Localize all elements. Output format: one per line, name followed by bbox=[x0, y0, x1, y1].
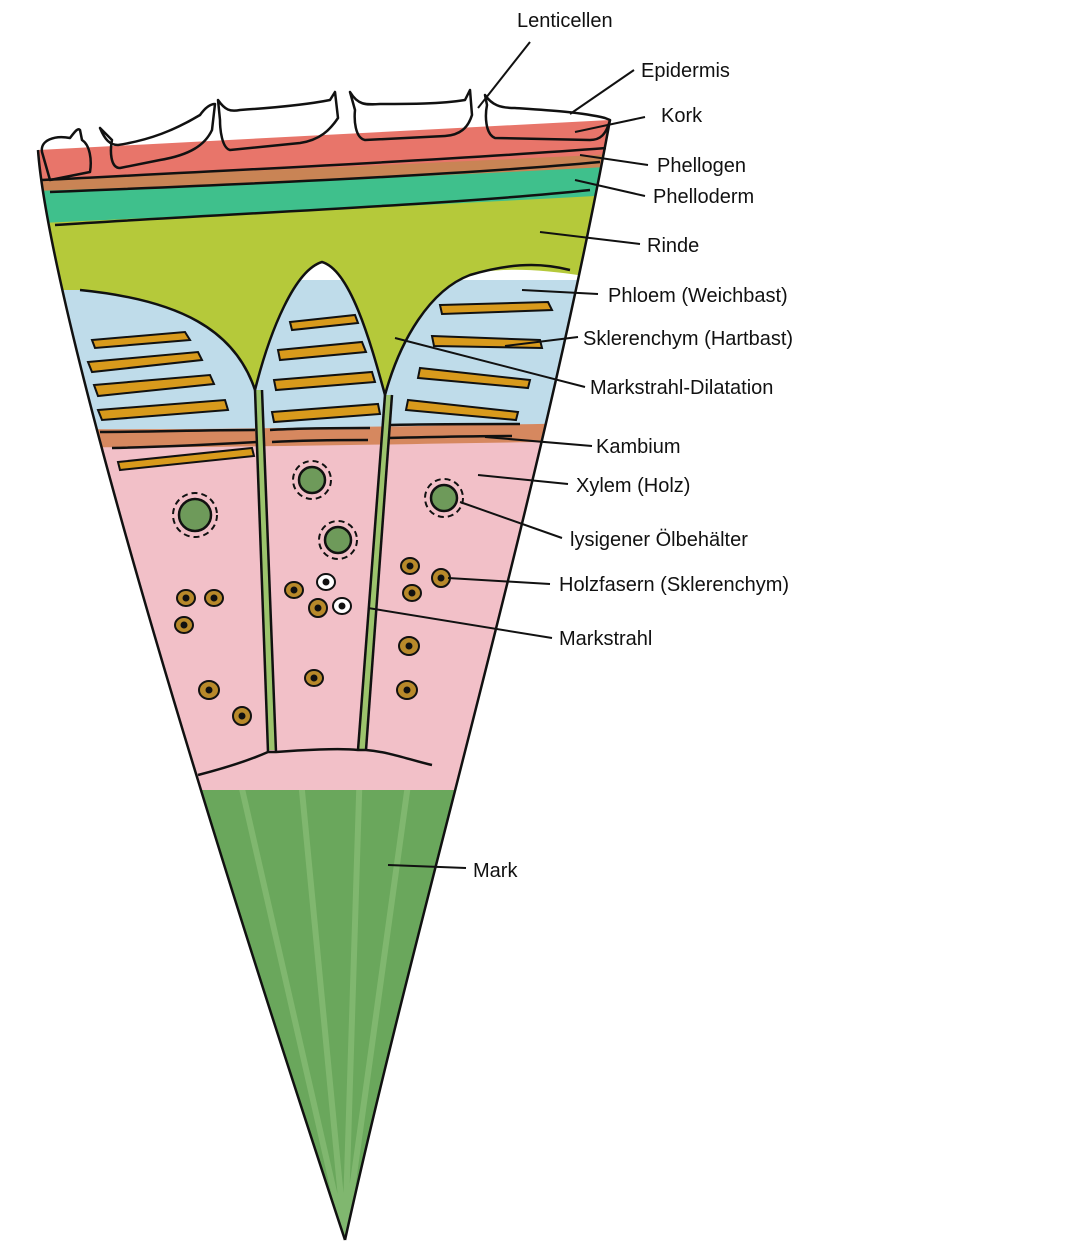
holzfaser bbox=[198, 680, 220, 700]
label-sklerenchym: Sklerenchym (Hartbast) bbox=[583, 328, 793, 350]
label-phloem: Phloem (Weichbast) bbox=[608, 285, 788, 307]
label-phellogen: Phellogen bbox=[657, 155, 746, 177]
leader-lines bbox=[367, 41, 649, 869]
label-oelbehaelter: lysigener Ölbehälter bbox=[570, 529, 748, 551]
holzfaser bbox=[398, 636, 420, 656]
holzfaser bbox=[400, 557, 420, 575]
phelloderm-band bbox=[38, 160, 610, 225]
tissue-layers bbox=[38, 120, 610, 1240]
rinde-region bbox=[38, 175, 610, 395]
oelbehaelter-group bbox=[172, 460, 464, 560]
label-mark: Mark bbox=[473, 860, 518, 882]
phellogen-band bbox=[38, 148, 610, 192]
kork-cells bbox=[40, 88, 612, 182]
label-phelloderm: Phelloderm bbox=[653, 186, 754, 208]
holzfasern-group bbox=[174, 557, 451, 726]
oelbehaelter-3 bbox=[318, 520, 358, 560]
holzfaser bbox=[204, 589, 224, 607]
sklerenchym-bars bbox=[86, 300, 554, 472]
label-markstrahl-dilatation: Markstrahl-Dilatation bbox=[590, 377, 773, 399]
holzfaser bbox=[308, 598, 328, 618]
label-markstrahl: Markstrahl bbox=[559, 628, 652, 650]
holzfaser bbox=[431, 568, 451, 588]
label-epidermis: Epidermis bbox=[641, 60, 730, 82]
label-kork: Kork bbox=[661, 105, 703, 127]
label-rinde: Rinde bbox=[647, 235, 699, 257]
oelbehaelter-4 bbox=[424, 478, 464, 518]
holzfaser bbox=[316, 573, 336, 591]
holzfaser bbox=[402, 584, 422, 602]
holzfaser bbox=[396, 680, 418, 700]
oelbehaelter-1 bbox=[172, 492, 218, 538]
holzfaser bbox=[232, 706, 252, 726]
holzfaser bbox=[176, 589, 196, 607]
label-lenticellen: Lenticellen bbox=[517, 10, 613, 32]
labels: Lenticellen Epidermis Kork Phellogen Phe… bbox=[473, 10, 793, 882]
markstrahl-ray-right bbox=[358, 395, 392, 750]
label-holzfasern: Holzfasern (Sklerenchym) bbox=[559, 574, 789, 596]
markstrahl-ray-left bbox=[255, 390, 275, 750]
holzfaser bbox=[304, 669, 324, 687]
holzfaser bbox=[332, 597, 352, 615]
mark-streaks bbox=[237, 764, 413, 1240]
label-xylem: Xylem (Holz) bbox=[576, 475, 690, 497]
label-kambium: Kambium bbox=[596, 436, 680, 458]
holzfaser bbox=[284, 581, 304, 599]
outlines bbox=[36, 119, 612, 1241]
holzfaser bbox=[174, 616, 194, 634]
oelbehaelter-2 bbox=[292, 460, 332, 500]
